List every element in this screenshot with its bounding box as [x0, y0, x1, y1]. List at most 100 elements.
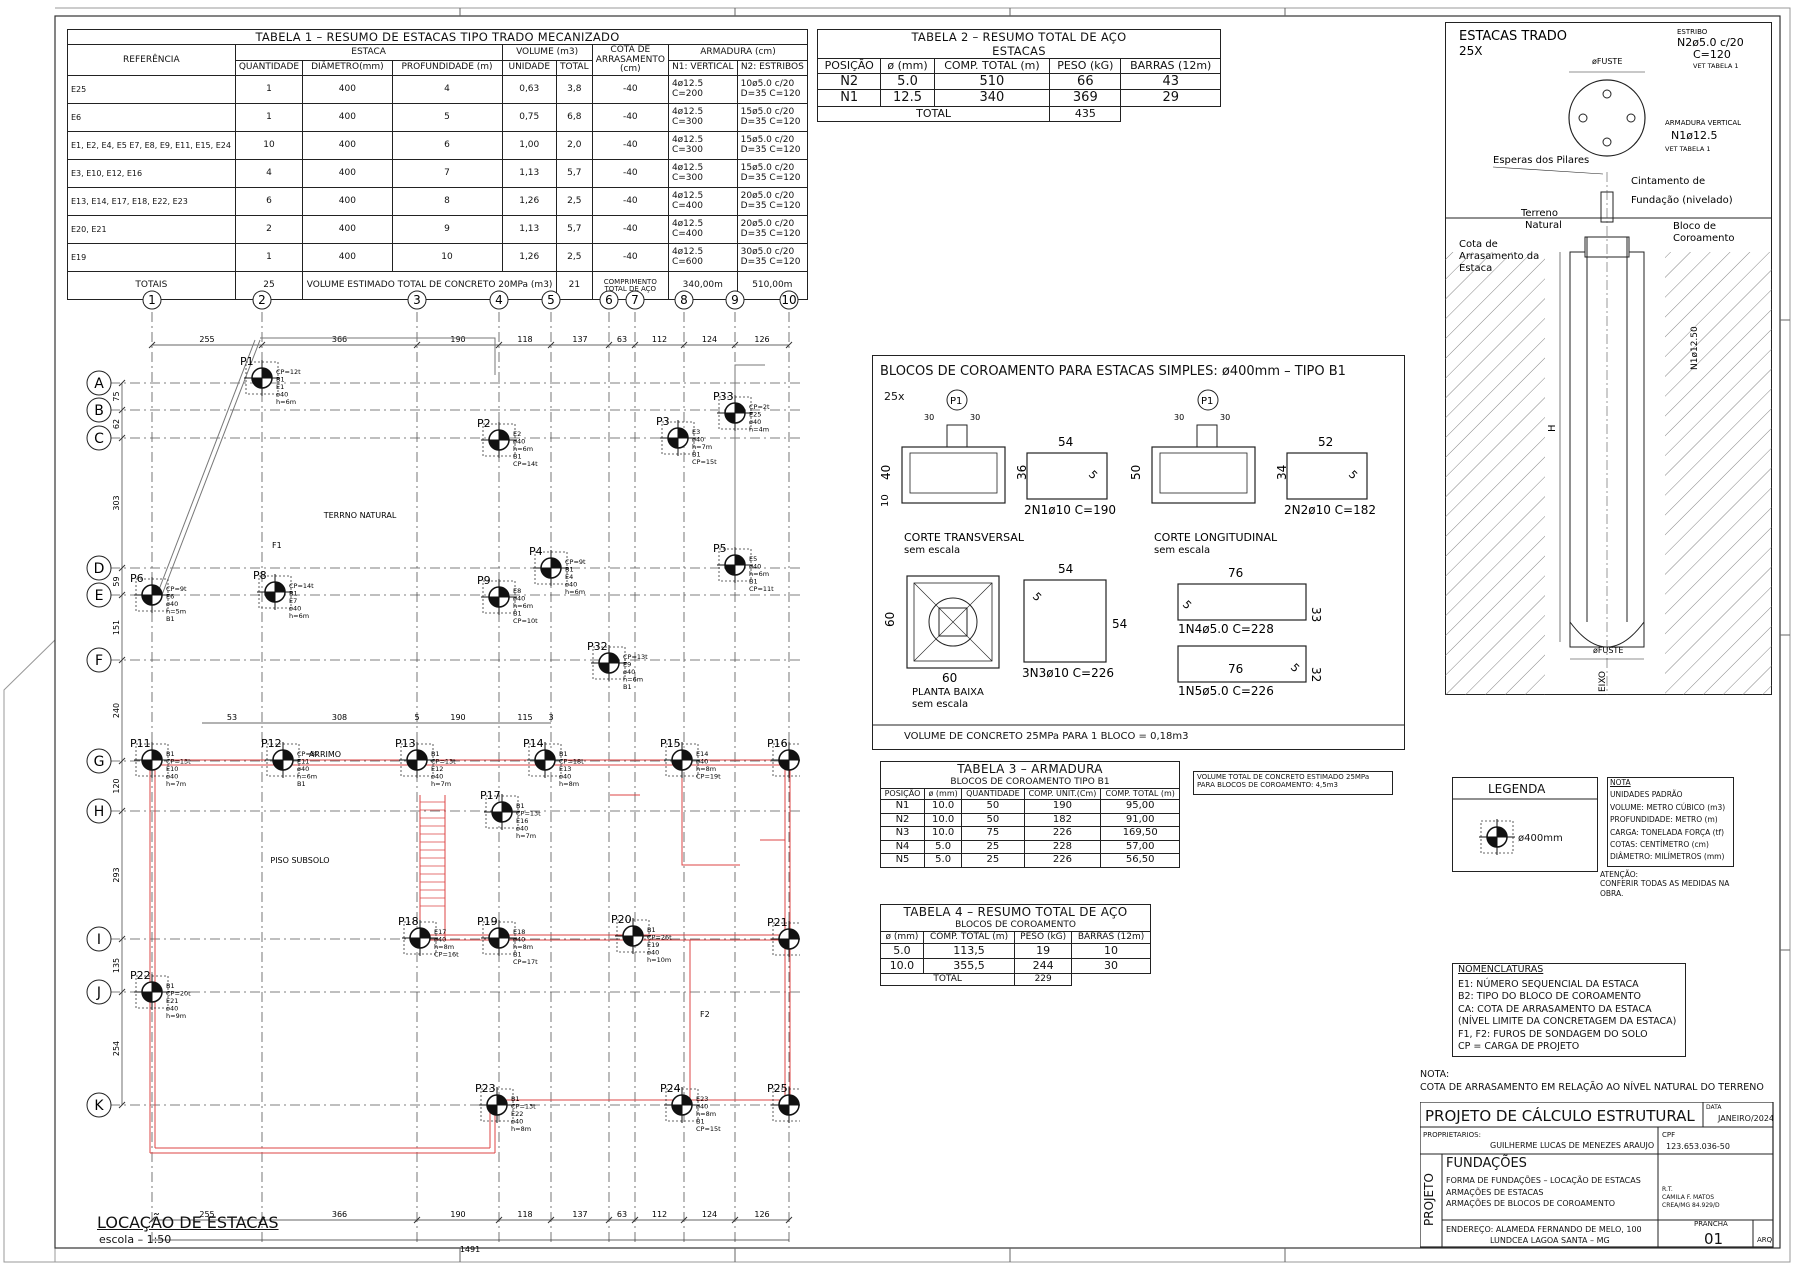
pile-label: P1: [240, 355, 254, 368]
dim-g-label: 115: [517, 713, 532, 722]
table-1-totais-qtd: 25: [234, 271, 304, 301]
dim-bottom-label: 112: [652, 1210, 667, 1219]
plan-scale: escola – 1:50: [99, 1233, 172, 1246]
n2-line: D=35 C=120: [740, 172, 801, 183]
dim-bottom-label: 366: [332, 1210, 347, 1219]
n2-line: D=35 C=120: [740, 228, 801, 239]
table-cell: 113,5: [922, 943, 1016, 960]
planta-baixa-inner: [913, 582, 993, 662]
detail-h: H: [1547, 424, 1558, 432]
cell-total: 6,8: [555, 103, 593, 133]
dim-top-tick: [148, 341, 156, 349]
dim-33: 33: [1309, 607, 1323, 622]
table-header-cell: PESO (kG): [1049, 58, 1122, 74]
cell-diam: 400: [302, 131, 393, 161]
cell-cota: -40: [591, 159, 669, 189]
grid-col-bubble: [489, 290, 509, 310]
plan-title: LOCAÇÃO DE ESTACAS: [97, 1213, 279, 1232]
grid-col-label: 3: [413, 293, 421, 307]
table-header-cell: PESO (kG): [1014, 931, 1073, 945]
grid-col-bubble: [252, 290, 272, 310]
n1-line: 4ø12.5: [671, 79, 704, 90]
pile-info-line: E9: [623, 661, 631, 669]
frame-inner: [54, 15, 1781, 1249]
pile-info-line: ø40: [559, 773, 571, 781]
blocos-qty: 25x: [884, 390, 905, 403]
detail-terreno: Terreno: [1520, 208, 1558, 219]
dim-left-tick: [118, 807, 126, 815]
tb-outline: [1420, 1102, 1774, 1248]
pile-info-line: E19: [647, 941, 659, 949]
pile-info-line: h=8m: [513, 943, 533, 951]
grid-row-label: F: [95, 653, 103, 669]
pile-info-line: ø40: [692, 436, 704, 444]
nota-title: NOTA: [1610, 778, 1631, 787]
dim-left-label: 120: [112, 778, 121, 793]
vol-note: VOLUME TOTAL DE CONCRETO ESTIMADO 25MPa …: [1197, 773, 1370, 790]
table-cell: 91,00: [1100, 812, 1180, 828]
table-cell: 57,00: [1100, 839, 1180, 855]
pile-info-line: B1: [166, 615, 175, 623]
cell-diam: 400: [302, 243, 393, 273]
pile-info-line: h=8m: [696, 765, 716, 773]
plan-terreno-label: TERRNO NATURAL: [323, 511, 397, 520]
cell-ref: E20, E21: [67, 215, 236, 245]
atencao-line: CONFERIR TODAS AS MEDIDAS NA: [1600, 879, 1730, 889]
pile-info-line: ø40: [516, 825, 528, 833]
dim-30: 30: [970, 413, 980, 422]
bar-n1-label: 2N1ø10 C=190: [1024, 503, 1116, 517]
n1-line: 4ø12.5: [671, 219, 704, 230]
dim-g-label: 5: [414, 713, 419, 722]
grid-row-label: G: [94, 754, 105, 770]
tb-projeto-vertical: PROJETO: [1422, 1173, 1436, 1226]
dim-30: 30: [1174, 413, 1184, 422]
table-cell: 369: [1049, 89, 1122, 107]
detail-bloco-2: Coroamento: [1673, 233, 1735, 244]
dim-left-label: 75: [112, 391, 121, 401]
grid-col-bubble: [541, 290, 561, 310]
tb-rt-line: R.T.: [1662, 1186, 1673, 1193]
corte-longitudinal-label: CORTE LONGITUDINAL: [1154, 531, 1278, 544]
pile-info-line: h=8m: [511, 1125, 531, 1133]
detail-estribo-spec: N2ø5.0 c/20: [1677, 36, 1744, 49]
cell-unid: 1,13: [501, 159, 557, 189]
table-row: E1, E2, E4, E5 E7, E8, E9, E11, E15, E24…: [67, 131, 809, 161]
n1-line: C=300: [671, 144, 703, 155]
dim-top-tick: [413, 341, 421, 349]
pile-label: P23: [475, 1082, 496, 1095]
grid-col-label: 10: [781, 293, 796, 307]
grid-row-bubble: [86, 647, 112, 673]
dim-bottom-tick: [631, 1216, 639, 1224]
grid-col-label: 2: [258, 293, 266, 307]
table-cell: 56,50: [1100, 853, 1180, 868]
tb-prop-label: PROPRIETARIOS:: [1423, 1131, 1481, 1139]
nomenclaturas-title: NOMENCLATURAS: [1458, 964, 1544, 975]
table-3-title: TABELA 3 – ARMADURA: [880, 760, 1180, 777]
pile-info-line: CP=12t: [276, 368, 301, 376]
cell-qtd: 4: [234, 159, 304, 189]
table-cell: 226: [1023, 853, 1102, 868]
grid-row-label: C: [94, 431, 104, 447]
tb-data: JANEIRO/2024: [1718, 1114, 1774, 1123]
cell-qtd: 10: [234, 131, 304, 161]
planta-baixa-label: PLANTA BAIXA: [912, 687, 984, 698]
table-1-header-qtd: QUANTIDADE: [234, 59, 304, 77]
tb-prop: GUILHERME LUCAS DE MENEZES ARAUJO: [1490, 1141, 1655, 1150]
grid-col-label: 9: [731, 293, 739, 307]
sem-escala: sem escala: [904, 545, 960, 556]
cell-prof: 8: [391, 187, 503, 217]
